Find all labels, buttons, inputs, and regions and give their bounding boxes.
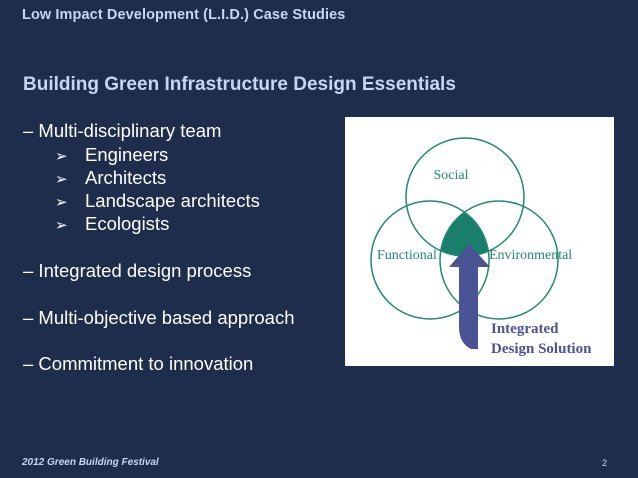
arrow-bullet-icon: ➢ bbox=[55, 194, 68, 211]
functional-circle bbox=[370, 200, 490, 320]
up-arrow-icon bbox=[449, 244, 490, 349]
sub-bullet-item: ➢Engineers bbox=[55, 144, 169, 165]
arrow-bullet-icon: ➢ bbox=[55, 217, 68, 234]
bullet-item: – Multi-objective based approach bbox=[23, 307, 295, 328]
venn-diagram-figure: Social Functional Environmental Integrat… bbox=[345, 117, 614, 366]
label-design-solution: Design Solution bbox=[491, 341, 592, 357]
bullet-item: – Commitment to innovation bbox=[23, 353, 254, 374]
sub-bullet-item: ➢Landscape architects bbox=[55, 190, 260, 211]
arrow-bullet-icon: ➢ bbox=[55, 171, 68, 188]
sub-bullet-item: ➢Architects bbox=[55, 167, 167, 188]
bullet-item: – Multi-disciplinary team bbox=[23, 120, 222, 141]
slide-footer: 2012 Green Building Festival bbox=[22, 457, 159, 468]
label-social: Social bbox=[434, 168, 469, 183]
venn-diagram: Social Functional Environmental Integrat… bbox=[370, 137, 592, 357]
label-functional: Functional bbox=[377, 248, 437, 263]
arrow-bullet-icon: ➢ bbox=[55, 148, 68, 165]
page-number: 2 bbox=[602, 458, 608, 468]
sub-bullet-item: ➢Ecologists bbox=[55, 213, 170, 234]
bullet-item: – Integrated design process bbox=[23, 260, 252, 281]
intersection-region bbox=[440, 201, 489, 256]
label-integrated: Integrated bbox=[491, 321, 559, 337]
slide-header: Low Impact Development (L.I.D.) Case Stu… bbox=[22, 7, 346, 23]
slide-title: Building Green Infrastructure Design Ess… bbox=[23, 74, 456, 95]
environmental-circle bbox=[439, 200, 559, 320]
label-environmental: Environmental bbox=[489, 248, 572, 263]
